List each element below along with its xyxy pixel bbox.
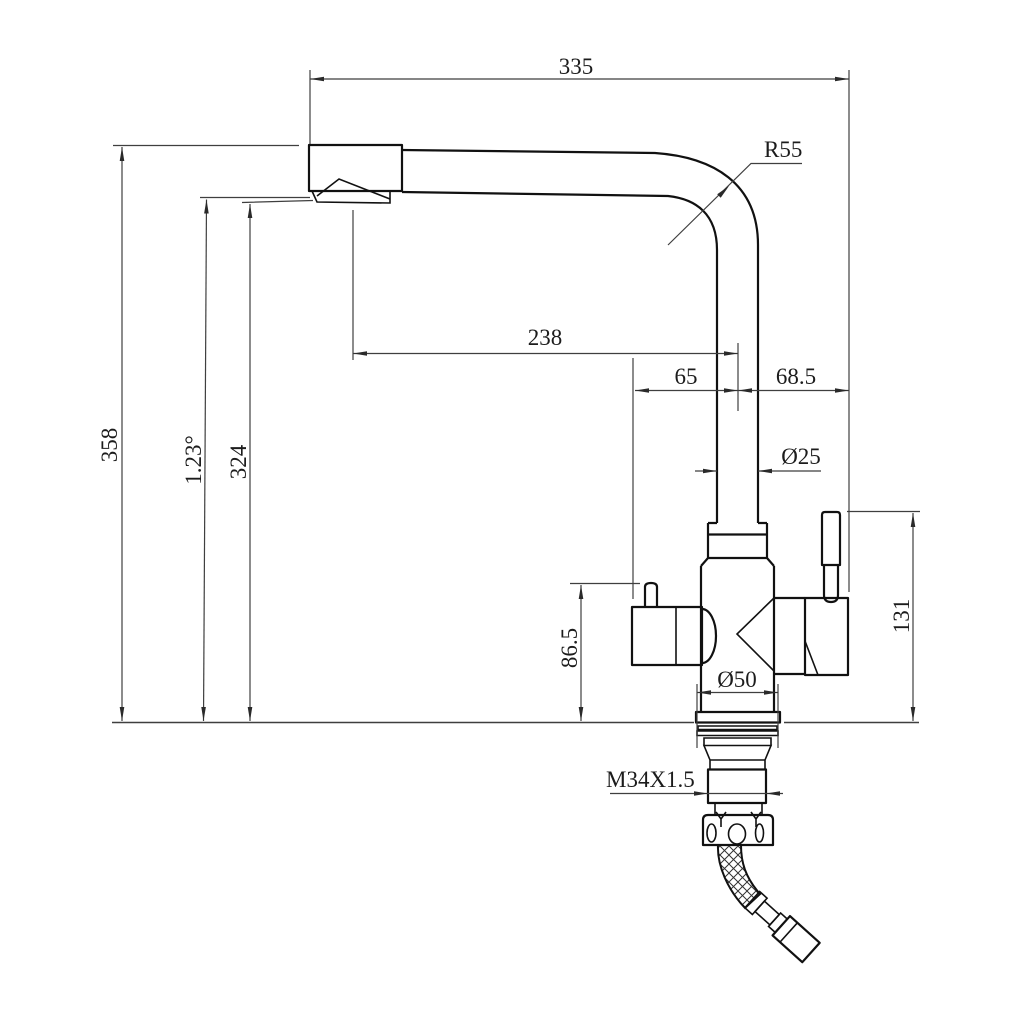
hose-end-fitting: [743, 890, 821, 964]
base-flange: [694, 710, 782, 724]
shank-stub: [714, 802, 763, 816]
dim-offset-left-label: 65: [675, 364, 698, 389]
dim-thread-spec-label: M34X1.5: [606, 767, 695, 792]
dim-lever-height-label: 131: [889, 599, 914, 634]
dim-tilt-angle-label: 1.23°: [181, 435, 206, 484]
spout-tube-inner: [401, 190, 719, 523]
dimension-annotations: 335 R55 238 65 68.5 Ø25 358 1.23° 324: [97, 54, 920, 796]
dim-spout-width-label: 335: [559, 54, 594, 79]
dim-pipe-diameter-label: Ø25: [781, 444, 821, 469]
radius-leader-arrow: [717, 186, 729, 198]
dim-bend-radius-label: R55: [764, 137, 802, 162]
washer-stack: [696, 725, 779, 737]
spout-head: [307, 143, 404, 193]
mounting-nut: [701, 813, 775, 847]
right-handle-facet: [804, 640, 819, 676]
spout-nozzle-facet: [316, 178, 391, 200]
valve-body-wedge: [735, 597, 775, 672]
mounting-nut-slots: [706, 811, 765, 845]
riser-collar: [700, 521, 775, 567]
right-lever: [820, 510, 842, 567]
dim-body-diameter-label: Ø50: [717, 667, 757, 692]
dim-spout-reach-label: 238: [528, 325, 563, 350]
spout-nozzle: [311, 190, 391, 204]
right-handle-body: [803, 596, 850, 677]
right-lever-stem: [822, 565, 840, 604]
right-handle-neck: [774, 596, 805, 676]
braided-hose: [716, 844, 762, 910]
dim-total-height-label: 358: [97, 428, 122, 463]
dim-spout-height-label: 324: [226, 444, 251, 479]
left-handle-cap: [701, 607, 718, 665]
dim-handle-height-label: 86.5: [557, 628, 582, 668]
left-handle-body: [630, 605, 704, 667]
left-lever: [643, 581, 659, 607]
fitting-taper: [702, 737, 773, 771]
spout-tube-outer: [401, 148, 760, 523]
faucet-outline: [307, 143, 850, 964]
dim-offset-right-label: 68.5: [776, 364, 816, 389]
threaded-shank: [706, 768, 768, 805]
